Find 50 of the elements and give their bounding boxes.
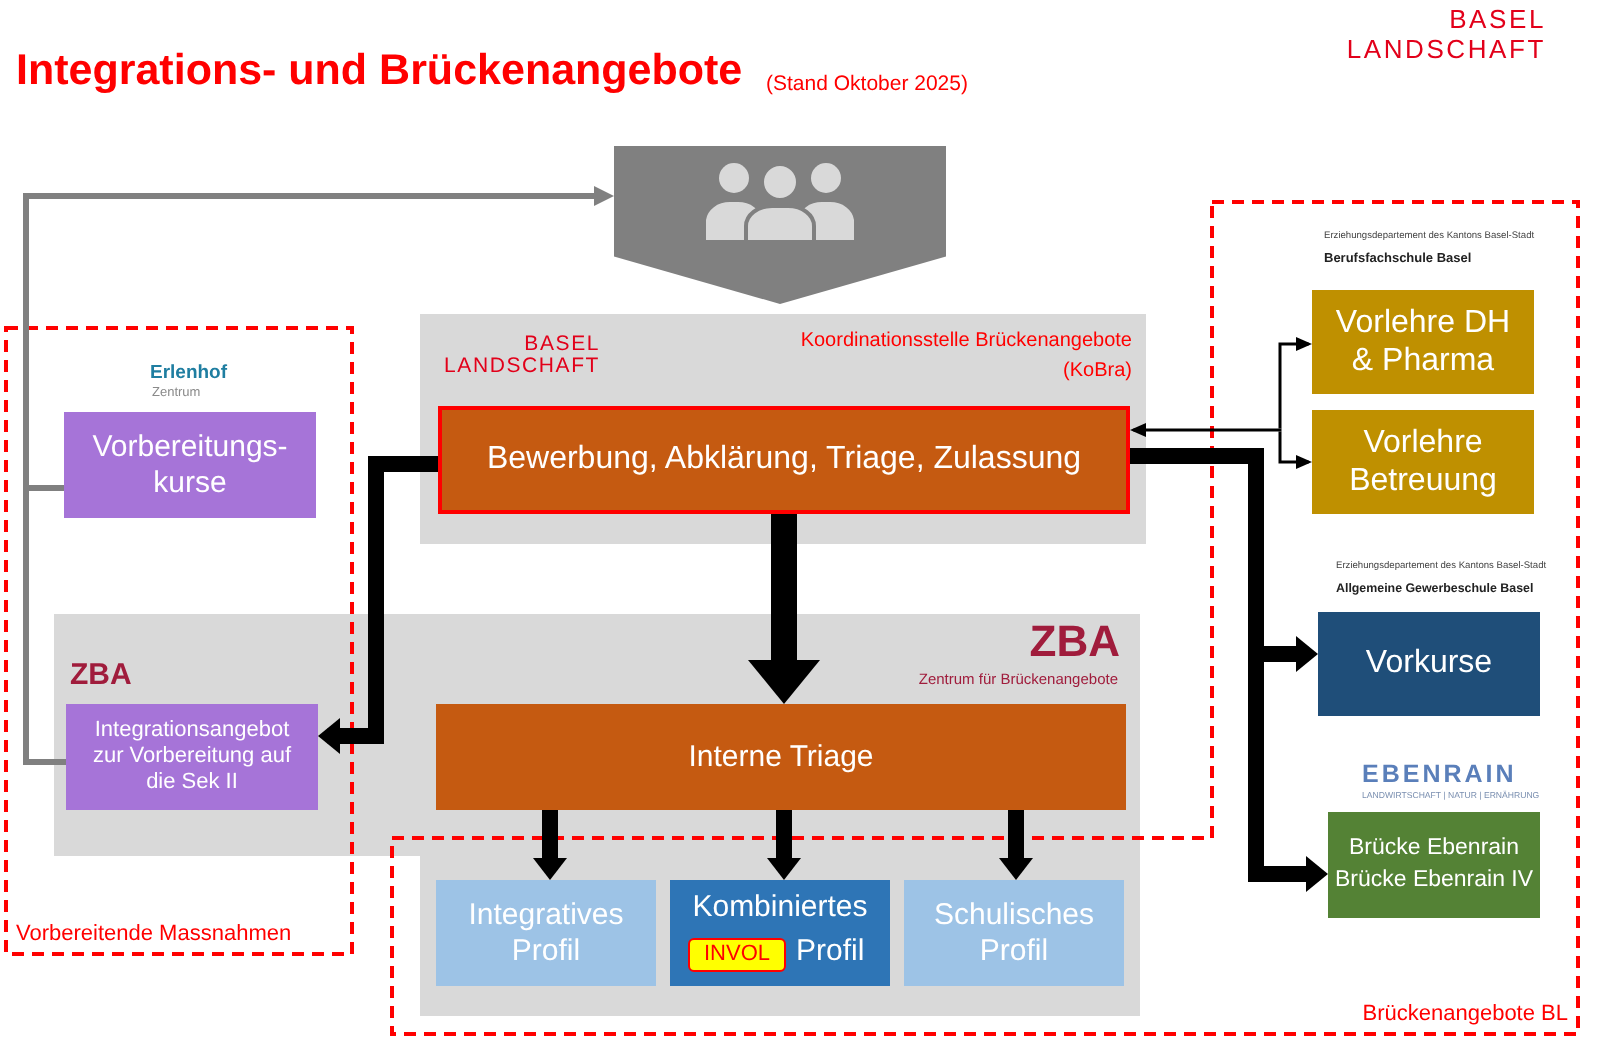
dashed-region xyxy=(4,326,354,956)
arrow xyxy=(748,514,820,704)
org-name: ZBA xyxy=(1029,620,1120,664)
double-arrow xyxy=(1130,423,1282,437)
profile-box xyxy=(904,880,1124,986)
date-note: (Stand Oktober 2025) xyxy=(766,72,968,97)
offer-box xyxy=(1318,612,1540,716)
node-label: Vorlehre Betreuung xyxy=(1347,423,1499,501)
node-label: Integrationsangebot zur Vorbereitung auf die Sek II xyxy=(90,717,294,797)
dashed-region xyxy=(390,200,1580,1036)
process-box xyxy=(438,406,1130,514)
node-label: Interne Triage xyxy=(688,739,874,775)
region-label: Brückenangebote BL xyxy=(1362,1001,1568,1028)
arrow xyxy=(1264,636,1318,672)
org-name: BASEL LANDSCHAFT xyxy=(1346,6,1546,65)
offer-box xyxy=(1312,290,1534,394)
offer-box xyxy=(64,412,316,518)
node-label: Bewerbung, Abklärung, Triage, Zulassung xyxy=(486,440,1082,480)
node-label: Brücke Ebenrain IV xyxy=(1334,865,1534,895)
double-arrow xyxy=(1278,431,1312,469)
arrow xyxy=(767,810,801,880)
process-box xyxy=(436,704,1126,810)
node-label: Kombiniertes xyxy=(690,890,870,926)
node-label: Vorkurse xyxy=(1365,644,1493,684)
region-label: Vorbereitende Massnahmen xyxy=(16,921,292,948)
node-label: INVOL xyxy=(703,944,770,966)
profile-box xyxy=(670,880,890,986)
node-label: Brücke Ebenrain xyxy=(1348,833,1520,864)
arrow xyxy=(1248,654,1328,892)
program-tag xyxy=(688,938,786,972)
node-label: Profil xyxy=(796,934,865,970)
node-label: Schulisches Profil xyxy=(931,897,1097,969)
node-label: Integratives Profil xyxy=(466,897,626,969)
offer-box xyxy=(66,704,318,810)
chevron-shape xyxy=(614,146,946,304)
node-label: Vorlehre DH & Pharma xyxy=(1333,303,1513,381)
org-name: BASEL LANDSCHAFT xyxy=(444,334,601,379)
node-label: Vorbereitungs- kurse xyxy=(90,429,290,501)
panel-heading: Koordinationsstelle Brückenangebote (KoBra) xyxy=(798,328,1132,385)
arrow xyxy=(533,810,567,880)
offer-box xyxy=(1328,812,1540,918)
title: Integrations- und Brückenangebote xyxy=(16,50,743,93)
profile-box xyxy=(436,880,656,986)
org-name: ZBA xyxy=(70,660,132,690)
panel xyxy=(420,314,1146,544)
offer-box xyxy=(1312,410,1534,514)
org-name: EBENRAIN xyxy=(1362,762,1517,787)
double-arrow xyxy=(1278,337,1312,429)
org-name: Erlenhof xyxy=(150,364,228,386)
arrow xyxy=(999,810,1033,880)
